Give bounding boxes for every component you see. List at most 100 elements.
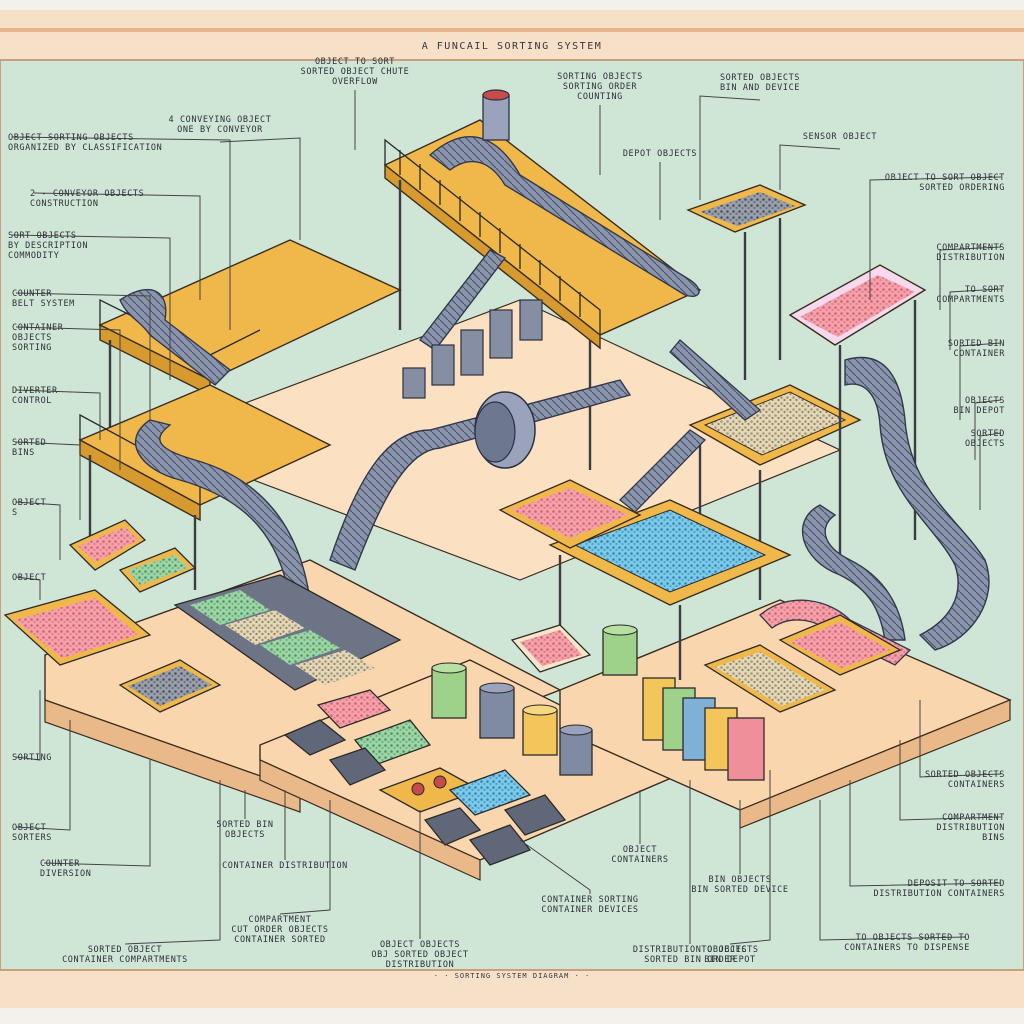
bin-pink-large <box>15 598 138 658</box>
callout-label: SORTED <box>12 438 46 448</box>
callout-left: OBJECT <box>12 573 46 600</box>
belt-right-ramp <box>669 339 762 421</box>
leader-line <box>899 740 1002 821</box>
callout-label: BINS <box>982 833 1005 843</box>
top-rule <box>0 28 1024 32</box>
hoppers <box>498 184 927 560</box>
callout-label: BELT SYSTEM <box>12 299 75 309</box>
callout-label: CONTAINERS <box>948 780 1005 790</box>
hopper-pink-load <box>800 275 915 337</box>
callout-label: SORTING <box>12 343 52 353</box>
callout-label: OBJECT SORTING OBJECTS <box>8 133 134 143</box>
leader-line <box>11 234 171 380</box>
callout-label: OBJECT <box>12 823 46 833</box>
callout-label: SORTED BIN <box>216 820 273 830</box>
callout-label: CONTAINER <box>954 349 1006 359</box>
callout-label: DEPOSIT TO SORTED <box>908 879 1005 889</box>
callout-bottom: CONTAINER DISTRIBUTION <box>222 790 347 871</box>
callout-label: OBJECTS <box>12 333 52 343</box>
callout-label: COMPARTMENT <box>942 813 1005 823</box>
callout-label: SORTED OBJECT <box>88 945 162 955</box>
callout-label: CONTAINER COMPARTMENTS <box>62 955 188 965</box>
callout-right: OBJECTS BIN DEPOT <box>954 396 1005 460</box>
gravel-load <box>703 391 847 456</box>
bin-dark <box>283 719 347 756</box>
floor-left-edge <box>44 699 301 813</box>
callout-label: DISTRIBUTION CONTAINERS <box>873 889 1005 899</box>
callout-label: COMPARTMENTS <box>936 243 1005 253</box>
leader-line <box>33 192 201 300</box>
callout-label: CONTAINERS <box>611 855 668 865</box>
callout-label: COUNTER <box>40 859 80 869</box>
callout-label: 4 CONVEYING OBJECT <box>169 115 272 125</box>
callout-label: DEPOT OBJECTS <box>623 149 697 159</box>
belt-top <box>428 136 700 297</box>
callout-label: BIN DEPOT <box>954 406 1005 416</box>
leader-line <box>124 780 221 945</box>
leader-line <box>15 501 61 560</box>
callout-label: OBJECTS <box>965 439 1005 449</box>
leader-line <box>219 137 301 240</box>
callout-label: BIN SORTED DEVICE <box>691 885 788 895</box>
callout-label: BINS <box>12 448 35 458</box>
leader-line <box>15 690 41 761</box>
leader-line <box>869 176 1002 300</box>
callout-label: BIN AND DEVICE <box>720 83 800 93</box>
bin-small-pink <box>78 527 138 562</box>
leader-line <box>819 800 967 941</box>
canisters <box>402 89 765 781</box>
belt-incline <box>418 249 507 351</box>
callout-label: SORTED OBJECTS <box>720 73 800 83</box>
spool-core <box>474 401 516 463</box>
callout-label: OBJECT OBJECTS <box>380 940 460 950</box>
callout-label: OBJECT <box>12 498 46 508</box>
callout-label: OBJECT <box>12 573 46 583</box>
callout-label: TO OBJECTS <box>701 945 758 955</box>
callout-label: BY DESCRIPTION <box>8 241 88 251</box>
bin-mixed-load <box>520 630 582 666</box>
compartment-green <box>260 630 340 665</box>
bin-pink-small <box>316 689 392 729</box>
callout-label: SORTED ORDERING <box>919 183 1005 193</box>
chute-right <box>844 356 990 651</box>
color-drums <box>642 677 765 781</box>
bin-gray-large <box>128 666 212 706</box>
callout-label: S <box>12 508 18 518</box>
leader-line <box>519 839 591 894</box>
callout-label: BIN OBJECTS <box>709 875 772 885</box>
callout-label: SORTERS <box>12 833 52 843</box>
callout-left: OBJECTS <box>12 498 61 560</box>
leader-line <box>15 576 41 600</box>
callout-label: COUNTER <box>12 289 52 299</box>
leader-line <box>15 326 121 470</box>
sorted-bins <box>3 519 902 866</box>
blue-items <box>573 509 767 593</box>
sensor-tower <box>482 89 510 141</box>
callout-label: ORGANIZED BY CLASSIFICATION <box>8 143 162 153</box>
callout-label: CUT ORDER OBJECTS <box>231 925 328 935</box>
compartment-green <box>190 590 270 625</box>
bin-small-green <box>128 555 188 585</box>
callout-label: SORTING OBJECTS <box>557 72 643 82</box>
callout-label: CONTAINERS TO DISPENSE <box>844 943 970 953</box>
